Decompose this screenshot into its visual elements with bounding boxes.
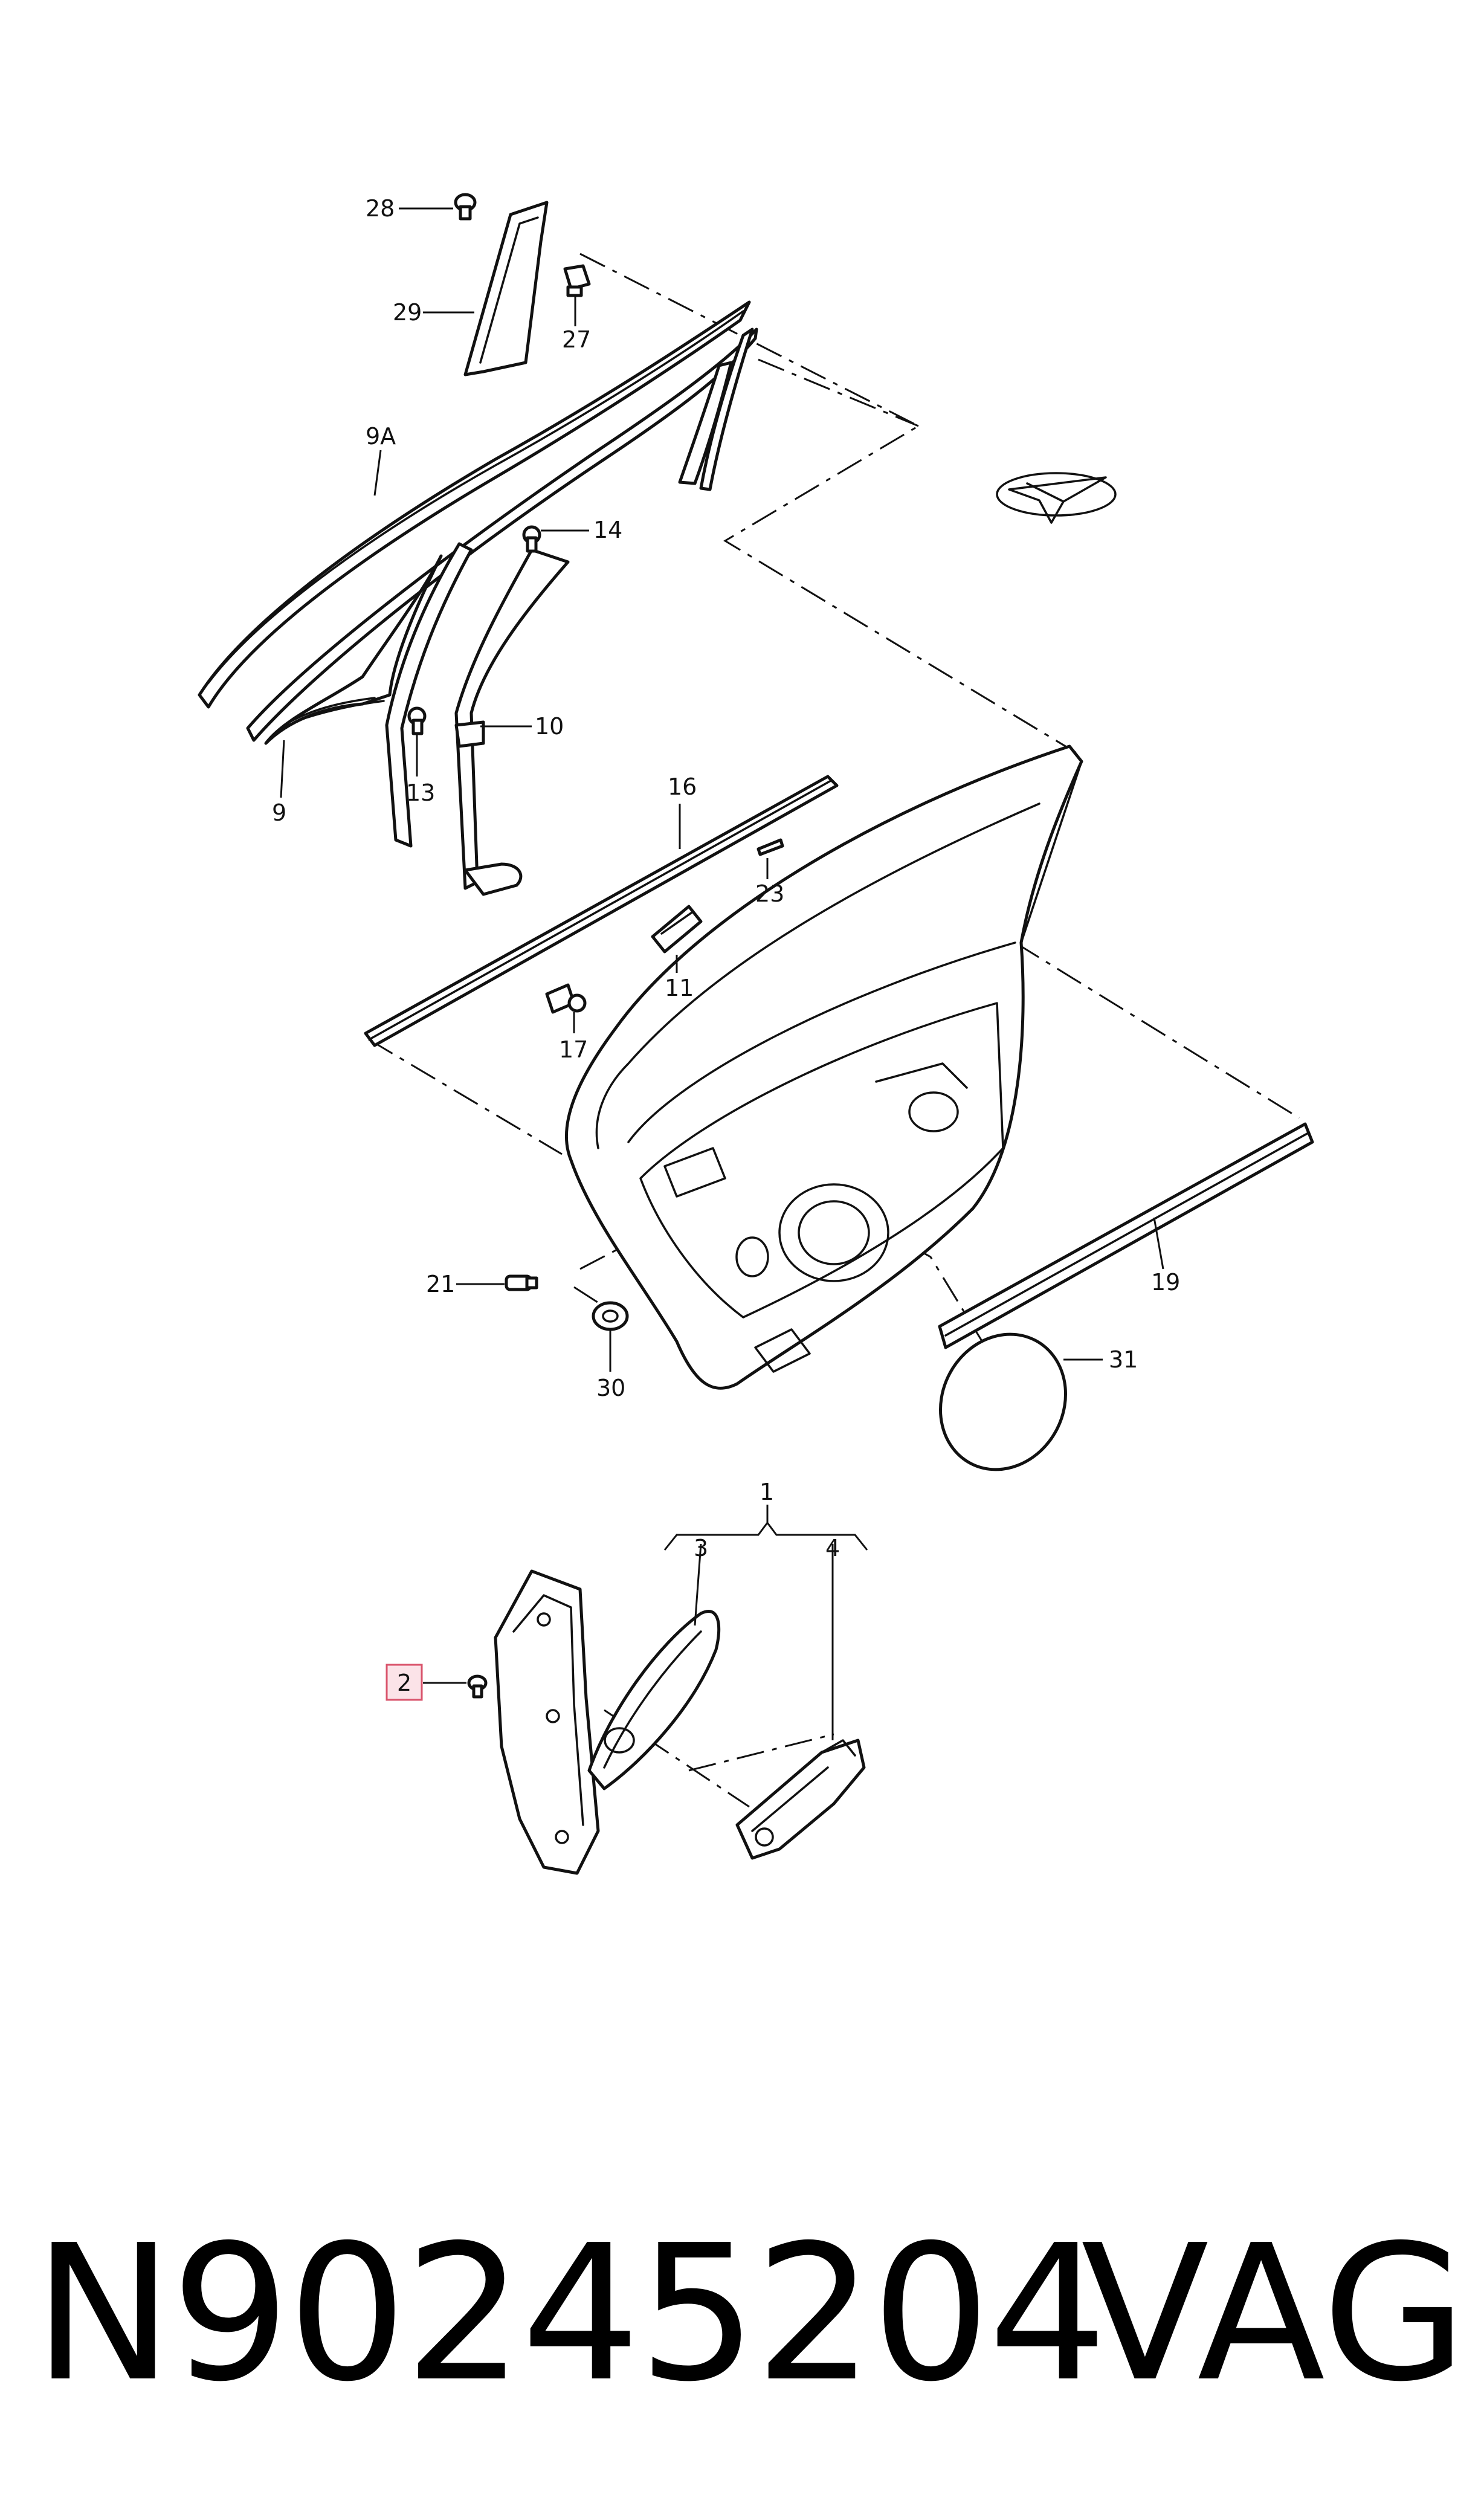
part-21-screw xyxy=(505,1274,538,1291)
callout-9a: 9A xyxy=(366,423,396,450)
part-2-screw xyxy=(467,1674,488,1699)
part-27-clip xyxy=(563,264,591,297)
callout-2: 2 xyxy=(397,1670,411,1696)
callout-28: 28 xyxy=(366,195,395,222)
callout-17: 17 xyxy=(559,1036,588,1063)
callout-13: 13 xyxy=(406,780,435,806)
callout-1: 1 xyxy=(760,1479,774,1505)
callout-31: 31 xyxy=(1109,1346,1138,1373)
part-23-clip xyxy=(757,838,784,856)
callout-19: 19 xyxy=(1151,1269,1180,1296)
part-19-seal xyxy=(938,1122,1314,1349)
part-14-screw xyxy=(522,525,541,553)
leader-lines xyxy=(280,207,1164,1740)
callout-11: 11 xyxy=(665,975,694,1001)
footer: N90245204 VAG xyxy=(0,2205,1484,2423)
part-30-grommet xyxy=(592,1301,629,1331)
part-9a-seal xyxy=(198,300,751,709)
part-16-seal-strip xyxy=(364,775,839,1047)
part-17-clip xyxy=(545,983,587,1014)
callout-27: 27 xyxy=(562,326,591,353)
part-31-membrane xyxy=(939,1332,1067,1471)
part-9-frame xyxy=(246,328,758,745)
callout-10: 10 xyxy=(535,713,564,740)
callout-9: 9 xyxy=(272,799,286,826)
door-shell xyxy=(564,744,1083,1390)
brand-name: VAG xyxy=(1080,2205,1467,2423)
callout-14: 14 xyxy=(593,517,622,543)
part-11-clip xyxy=(651,905,703,954)
callout-29: 29 xyxy=(393,299,422,326)
part-28-screw xyxy=(454,193,477,221)
callout-labels: 28 29 27 9A 14 10 9 13 16 23 11 17 21 19… xyxy=(272,195,1180,1696)
part-13-screw xyxy=(407,706,427,735)
callout-16: 16 xyxy=(668,773,697,800)
part-10-guide xyxy=(454,548,570,896)
part-29-trim xyxy=(463,201,549,376)
callout-30: 30 xyxy=(596,1375,625,1401)
emblem-icon xyxy=(996,472,1117,524)
callout-23: 23 xyxy=(755,880,784,907)
part-number: N90245204 xyxy=(33,2205,1108,2423)
callout-3: 3 xyxy=(694,1535,708,1561)
highlight-box xyxy=(386,1664,423,1701)
callout-21: 21 xyxy=(426,1271,455,1297)
window-channel-left xyxy=(385,542,473,848)
callout-4: 4 xyxy=(825,1535,840,1561)
part-1-regulator-assembly xyxy=(494,1521,868,1875)
